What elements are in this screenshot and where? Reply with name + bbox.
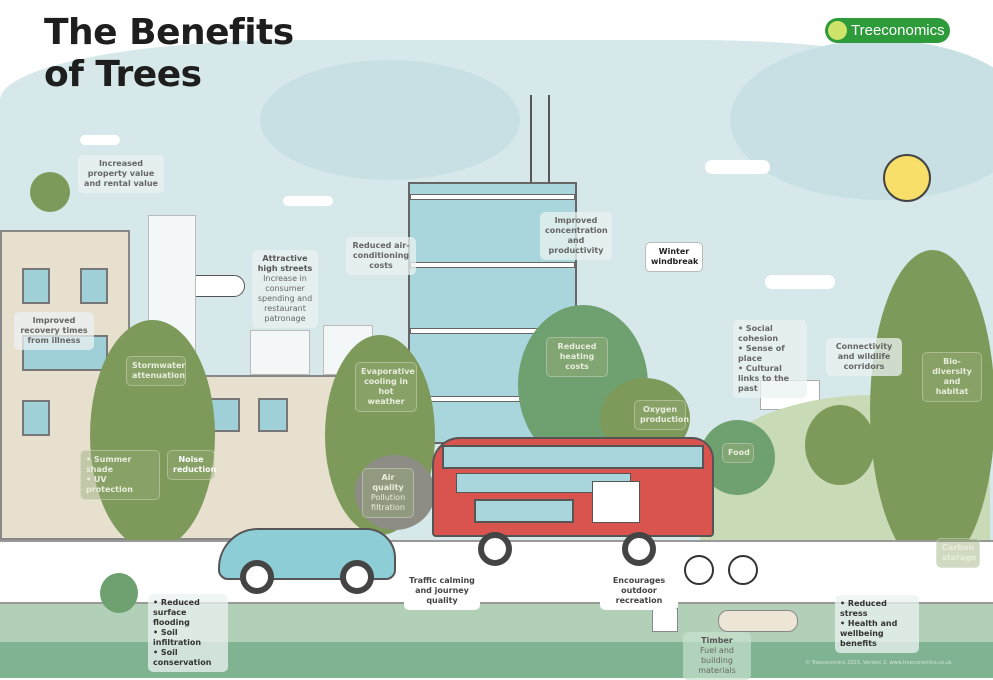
bullet: Social cohesion (738, 324, 802, 344)
hill-shape (260, 60, 520, 180)
label-biodiversity: Bio-diversity and habitat (922, 352, 982, 402)
label-shade: Summer shadeUV protection (80, 450, 160, 500)
label-noise: Noise reduction (167, 450, 216, 480)
bullet: Reduced stress (840, 599, 914, 619)
window (80, 268, 108, 304)
label-stormwater: Stormwater attenuation (126, 356, 186, 386)
label-carbon: Carbon storage (936, 538, 980, 568)
bus-advert-panel (592, 481, 640, 523)
timber-logs (718, 610, 798, 632)
bullet: Cultural links to the past (738, 364, 802, 394)
label-heating: Reduced heating costs (546, 337, 608, 377)
label-body: Pollution filtration (370, 493, 406, 512)
bullet: Soil conservation (153, 648, 223, 668)
label-title: Air quality (372, 473, 404, 492)
bus-upper-windows (442, 445, 704, 469)
logo-text: Treeconomics (851, 22, 945, 39)
bullet: Sense of place (738, 344, 802, 364)
label-aircon: Reduced air-conditioning costs (346, 237, 416, 275)
large-oak-tree (870, 250, 993, 570)
bus-lower-windows (474, 499, 574, 523)
bullet: Health and wellbeing benefits (840, 619, 914, 649)
tree-stump (652, 608, 678, 632)
copyright-footer: © Treeconomics 2023. Version 2. www.tree… (805, 660, 952, 666)
cloud (80, 135, 120, 145)
car-wheel (340, 560, 374, 594)
label-property-value: Increased property value and rental valu… (78, 155, 164, 193)
tree (805, 405, 875, 485)
car-wheel (240, 560, 274, 594)
label-body: Increase in consumer spending and restau… (257, 274, 313, 323)
rooftop-tree (30, 172, 70, 212)
title-line-2: of Trees (44, 54, 202, 95)
bullet: UV protection (86, 475, 154, 495)
treeconomics-logo: Treeconomics (825, 18, 950, 43)
sun-icon (883, 154, 931, 202)
window (22, 268, 50, 304)
bicycle-wheel (728, 555, 758, 585)
bullet: Soil infiltration (153, 628, 223, 648)
label-body: Fuel and building materials (698, 646, 736, 675)
cloud (765, 275, 835, 289)
bicycle-wheel (684, 555, 714, 585)
bus-wheel (478, 532, 512, 566)
label-stress: Reduced stressHealth and wellbeing benef… (835, 595, 919, 653)
label-evaporative: Evaporative cooling in hot weather (355, 362, 417, 412)
title-line-1: The Benefits (44, 12, 294, 53)
pollution-cloud (355, 455, 435, 530)
sapling-tree (100, 573, 138, 613)
label-title: Attractive high streets (257, 254, 313, 273)
label-food: Food (722, 443, 754, 463)
bullet: Summer shade (86, 455, 154, 475)
label-connectivity: Connectivity and wildlife corridors (826, 338, 902, 376)
label-social: Social cohesionSense of placeCultural li… (733, 320, 807, 398)
label-windbreak: Winter windbreak (645, 242, 703, 272)
floor-slab (410, 262, 575, 268)
hill-shape (730, 40, 993, 200)
label-oxygen: Oxygen production (634, 400, 689, 430)
label-concentration: Improved concentration and productivity (540, 212, 612, 260)
label-recovery: Improved recovery times from illness (14, 312, 94, 350)
label-traffic: Traffic calming and journey quality (404, 572, 480, 610)
bus-wheel (622, 532, 656, 566)
double-decker-bus (432, 437, 714, 537)
cloud (705, 160, 770, 174)
floor-slab (410, 194, 575, 200)
label-soil: Reduced surface floodingSoil infiltratio… (148, 594, 228, 672)
radio-mast (530, 95, 550, 183)
label-title: Timber (701, 636, 733, 645)
label-recreation: Encourages outdoor recreation (600, 572, 678, 610)
bullet: Reduced surface flooding (153, 598, 223, 628)
leaf-icon (828, 21, 847, 40)
tree (90, 320, 215, 550)
office-building (250, 330, 310, 375)
cloud (283, 196, 333, 206)
window (22, 400, 50, 436)
window (258, 398, 288, 432)
